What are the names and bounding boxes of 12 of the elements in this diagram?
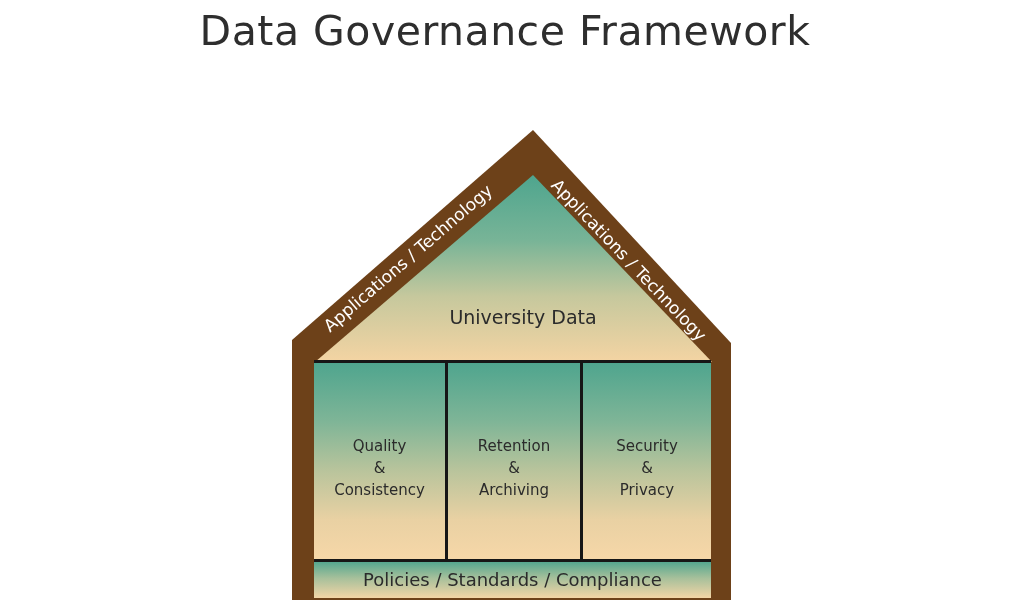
pillar-label: Retention & Archiving: [477, 436, 551, 501]
roof-triangle: [315, 175, 712, 362]
foundation-label: Policies / Standards / Compliance: [363, 569, 662, 591]
pillar-label: Quality & Consistency: [334, 436, 425, 501]
diagram-title: Data Governance Framework: [199, 8, 811, 54]
section-label: University Data: [449, 306, 597, 328]
pillar-label: Security & Privacy: [616, 436, 678, 501]
pillar-panel: [314, 360, 445, 562]
house-frame: [292, 130, 731, 600]
foundation-band: [314, 562, 711, 598]
pillar-panel: [580, 360, 711, 562]
pillar-panel: [445, 360, 580, 562]
